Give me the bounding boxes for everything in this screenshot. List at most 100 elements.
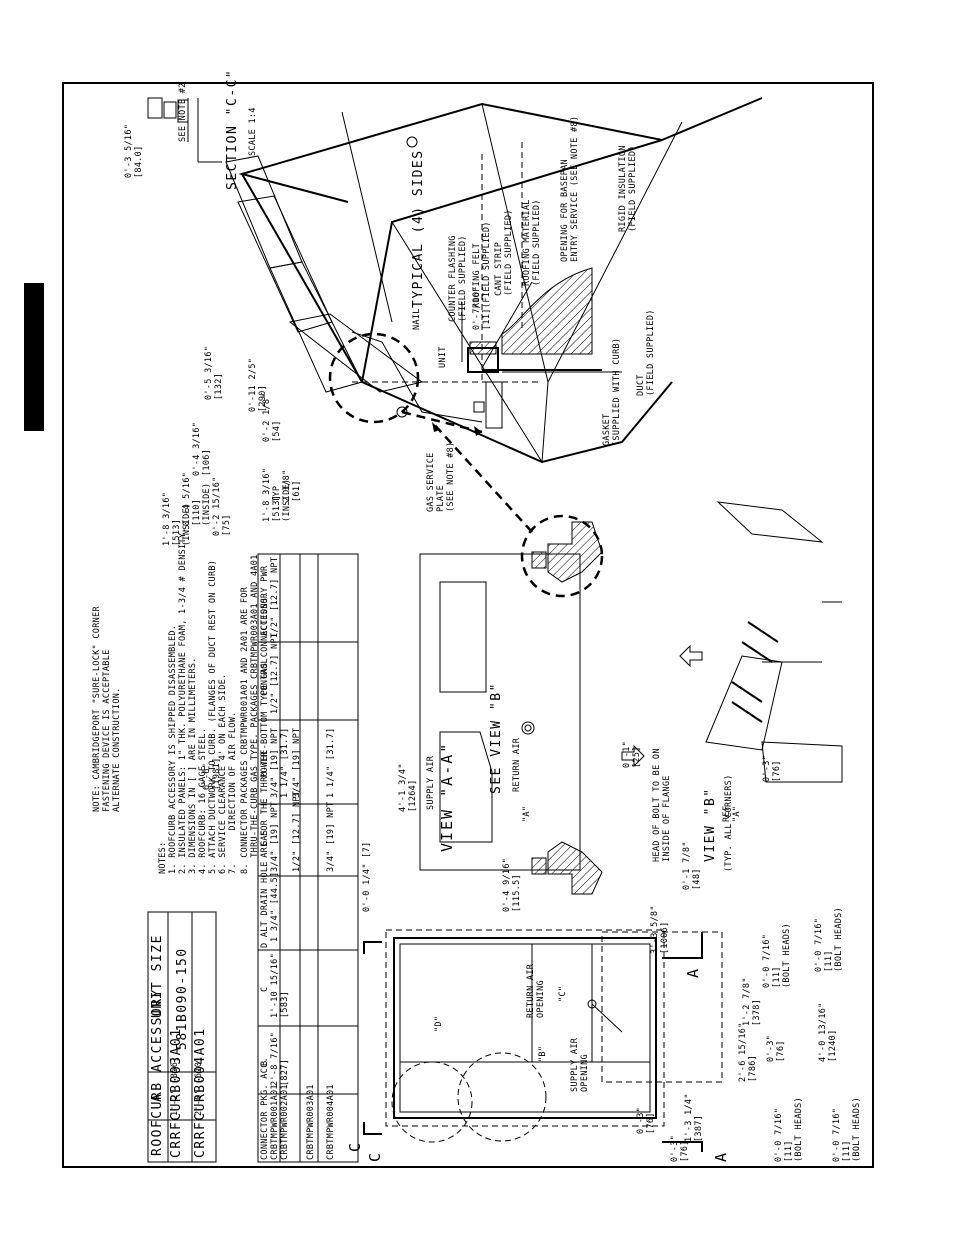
iso-see-note-2: SEE NOTE #2 (178, 82, 188, 142)
plan-section-c-2: C (366, 1150, 384, 1162)
conn-header-power: POWER (260, 750, 270, 778)
roofcurb-row2-a: 2'-0" [610] (194, 1056, 204, 1116)
cover-panels (225, 155, 424, 393)
plan-label-c: "C" (558, 985, 568, 1002)
iso-dim-5: 0'-5 3/16" [132] (204, 345, 224, 400)
label-duct: DUCT (FIELD SUPPLIED) (636, 309, 656, 396)
note-8b: THRU-THE-CURB GAS TYPE. PACKAGES CRBTMPW… (250, 554, 260, 874)
iso-gas-service-plate: GAS SERVICE PLATE (SEE NOTE #8) (426, 441, 456, 512)
conn-r2-gas: 1/2" [12.7] NPT (292, 790, 302, 872)
plan-section-c: C (346, 1140, 364, 1152)
iso-dim-3: 0'-4 5/16" [110] (INSIDE) (182, 471, 212, 526)
iso-dim-11: 4'-1 3/4" [1264] (398, 763, 418, 812)
note-8a: 8. CONNECTOR PACKAGES CRBTMPWR001A01 AND… (240, 586, 250, 874)
plan-return-air-opening: RETURN AIR OPENING (526, 963, 546, 1018)
label-cant-strip: CANT STRIP (FIELD SUPPLIED) (494, 209, 514, 296)
view-aa-supply-air: SUPPLY AIR (426, 755, 436, 810)
label-7-16: 0'-7/16" [11] (472, 286, 492, 330)
conn-r3-gas: 3/4" [19] NPT (326, 801, 336, 872)
view-b (705, 501, 843, 783)
plan-dim-11: 0'-0 7/16" [11] (BOLT HEADS) (814, 906, 844, 972)
iso-see-view-b: SEE VIEW "B" (489, 682, 504, 794)
conn-r1-b: 2'-8 7/16" [827] (270, 1031, 290, 1086)
line-art (147, 97, 843, 1163)
view-b-ref: REF "A" (722, 805, 742, 822)
conn-header-accpwr: ACCESSORY PWR (260, 565, 270, 636)
conn-r1-power: 3/4" [19] NPT 1 1/4" [31.7] (270, 727, 290, 798)
conn-r1-control: 1/2" [12.7] NPT (270, 632, 280, 714)
plan-dim-9: 4'-0 13/16" [1240] (818, 1002, 838, 1062)
label-unit: UNIT (438, 346, 448, 368)
view-b-head-of-bolt: HEAD OF BOLT TO BE ON INSIDE OF FLANGE (652, 748, 672, 862)
conn-header-gas: GAS (260, 829, 270, 846)
plan-label-d: "D" (434, 1015, 444, 1032)
conn-r2-pkg: CRBTMPWR003A01 (306, 1084, 316, 1160)
section-cc-dim: 0'-3 5/16" [84.0] (124, 123, 144, 178)
conn-r3-power: 1 1/4" [31.7] (326, 727, 336, 798)
note-4: 4. ROOFCURB: 16 GAGE STEEL. (198, 727, 208, 874)
roofcurb-unit-size: 581B090-150 (175, 947, 190, 1050)
plan-dim-6: 2'-6 15/16" [786] (738, 1022, 758, 1082)
conn-r1-c: 1'-10 15/16" [583] (270, 952, 290, 1018)
plan-dim-8: 1'-2 7/8" [378] (742, 977, 762, 1026)
isometric-curb (238, 97, 763, 464)
view-aa-dim-1: 0'-0 1/4" [7] (362, 841, 372, 912)
label-counter-flashing: COUNTER FLASHING (FIELD SUPPLIED) (448, 235, 468, 322)
plan-section-a-right: A (684, 966, 702, 978)
roofcurb-row1-a: 1'-2" [356] (170, 1056, 180, 1116)
plan-dim-10: 0'-0 7/16" [11] (BOLT HEADS) (762, 922, 792, 988)
section-cc (147, 97, 222, 163)
note-7: 7. DIRECTION OF AIR FLOW. (228, 711, 238, 874)
label-roofing-material: ROOFING MATERIAL (FIELD SUPPLIED) (522, 199, 542, 286)
view-aa-return-air: RETURN AIR (512, 737, 522, 792)
plan-label-b: "B" (538, 1045, 548, 1062)
view-aa-dim-2: 0'-4 9/16" [115.5] (502, 857, 522, 912)
conn-r1-accpwr: 1/2" [12.7] NPT (270, 556, 280, 638)
plan-dim-4: 0'-0 7/16" [11] (BOLT HEADS) (774, 1096, 804, 1162)
conn-r3-pkg: CRBTMPWR004A01 (326, 1084, 336, 1160)
conn-r1-pkg: CRBTMPWR001A01 CRBTMPWR002A01 (270, 1084, 290, 1160)
label-rigid-insulation: RIGID INSULATION (FIELD SUPPLIED) (618, 145, 638, 232)
roofcurb-header-a: A (150, 1092, 165, 1102)
view-b-subtitle: (TYP. ALL CORNERS) (724, 774, 734, 872)
label-gasket: GASKET (SUPPLIED WITH CURB) (602, 337, 622, 446)
section-cc-scale: SCALE 1:4 (248, 107, 258, 156)
conn-r2-power: 3/4" [19] NPT (292, 727, 302, 798)
conn-header-pkg: CONNECTOR PKG. ACC. (260, 1057, 270, 1160)
view-b-title: VIEW "B" (703, 787, 718, 862)
note-2: 2. INSULATED PANELS: 1" THK. POLYURETHAN… (178, 527, 188, 874)
conn-header-control: CONTROL (260, 658, 270, 696)
iso-opening-basepan: OPENING FOR BASEPAN ENTRY SERVICE (SEE N… (560, 115, 580, 262)
drawing-area: ROOFCURB ACCESSORY A UNIT SIZE CRRFCURB0… (62, 69, 874, 1168)
note-5: 5. ATTACH DUCTWORK TO CURB. (FLANGES OF … (208, 559, 218, 874)
view-b-dim-2: 0'-1" [25] (622, 740, 642, 768)
connector-table-grid (257, 553, 359, 1163)
curb-detail (461, 267, 622, 373)
plan-view (363, 929, 723, 1152)
section-cc-title: SECTION "C-C" (225, 68, 240, 190)
note-3: 3. DIMENSIONS IN [ ] ARE IN MILLIMETERS. (188, 657, 198, 874)
drawing-frame (62, 82, 874, 1168)
iso-dim-2: 0'-4 3/16" [106] (192, 421, 212, 476)
iso-note-cambridgeport: NOTE: CAMBRIDGEPORT "SURE-LOCK" CORNER F… (92, 606, 122, 812)
roofcurb-header-unit: UNIT SIZE (150, 934, 165, 1018)
label-typical-sides: TYPICAL (4) SIDES (411, 149, 426, 308)
plan-supply-air-opening: SUPPLY AIR OPENING (570, 1037, 590, 1092)
view-b-dim-1: 0'-1 7/8" [48] (682, 841, 702, 890)
plan-dim-12: 3'-3 5/8" [1006] (650, 905, 670, 954)
iso-dim-9: 1'-8 3/16" [513] (INSIDE) (262, 467, 292, 522)
iso-dim-4: 0'-2 15/16" [75] (212, 476, 232, 536)
conn-header-c: C (260, 986, 270, 992)
plan-section-a-left: A (712, 1150, 730, 1162)
label-nail: NAIL (412, 308, 422, 330)
conn-r1-gas: 3/4" [19] NPT (270, 801, 280, 872)
view-aa-title: VIEW "A-A" (438, 741, 456, 852)
plan-dim-3: 1'-3 1/4" [387] (684, 1093, 704, 1142)
plan-dim-7: 0'-3" [76] (766, 1034, 786, 1062)
conn-r1-d: 1 3/4" [44.5] (270, 871, 280, 942)
iso-dim-12: "A" (522, 805, 532, 822)
plan-dim-2: 0'-3" [76] (636, 1106, 656, 1134)
plan-dim-5: 0'-0 7/16" [11] (BOLT HEADS) (832, 1096, 862, 1162)
iso-dim-10: 6'-6" [1981] (202, 757, 222, 790)
conn-header-d: D ALT DRAIN HOLE (260, 861, 270, 948)
